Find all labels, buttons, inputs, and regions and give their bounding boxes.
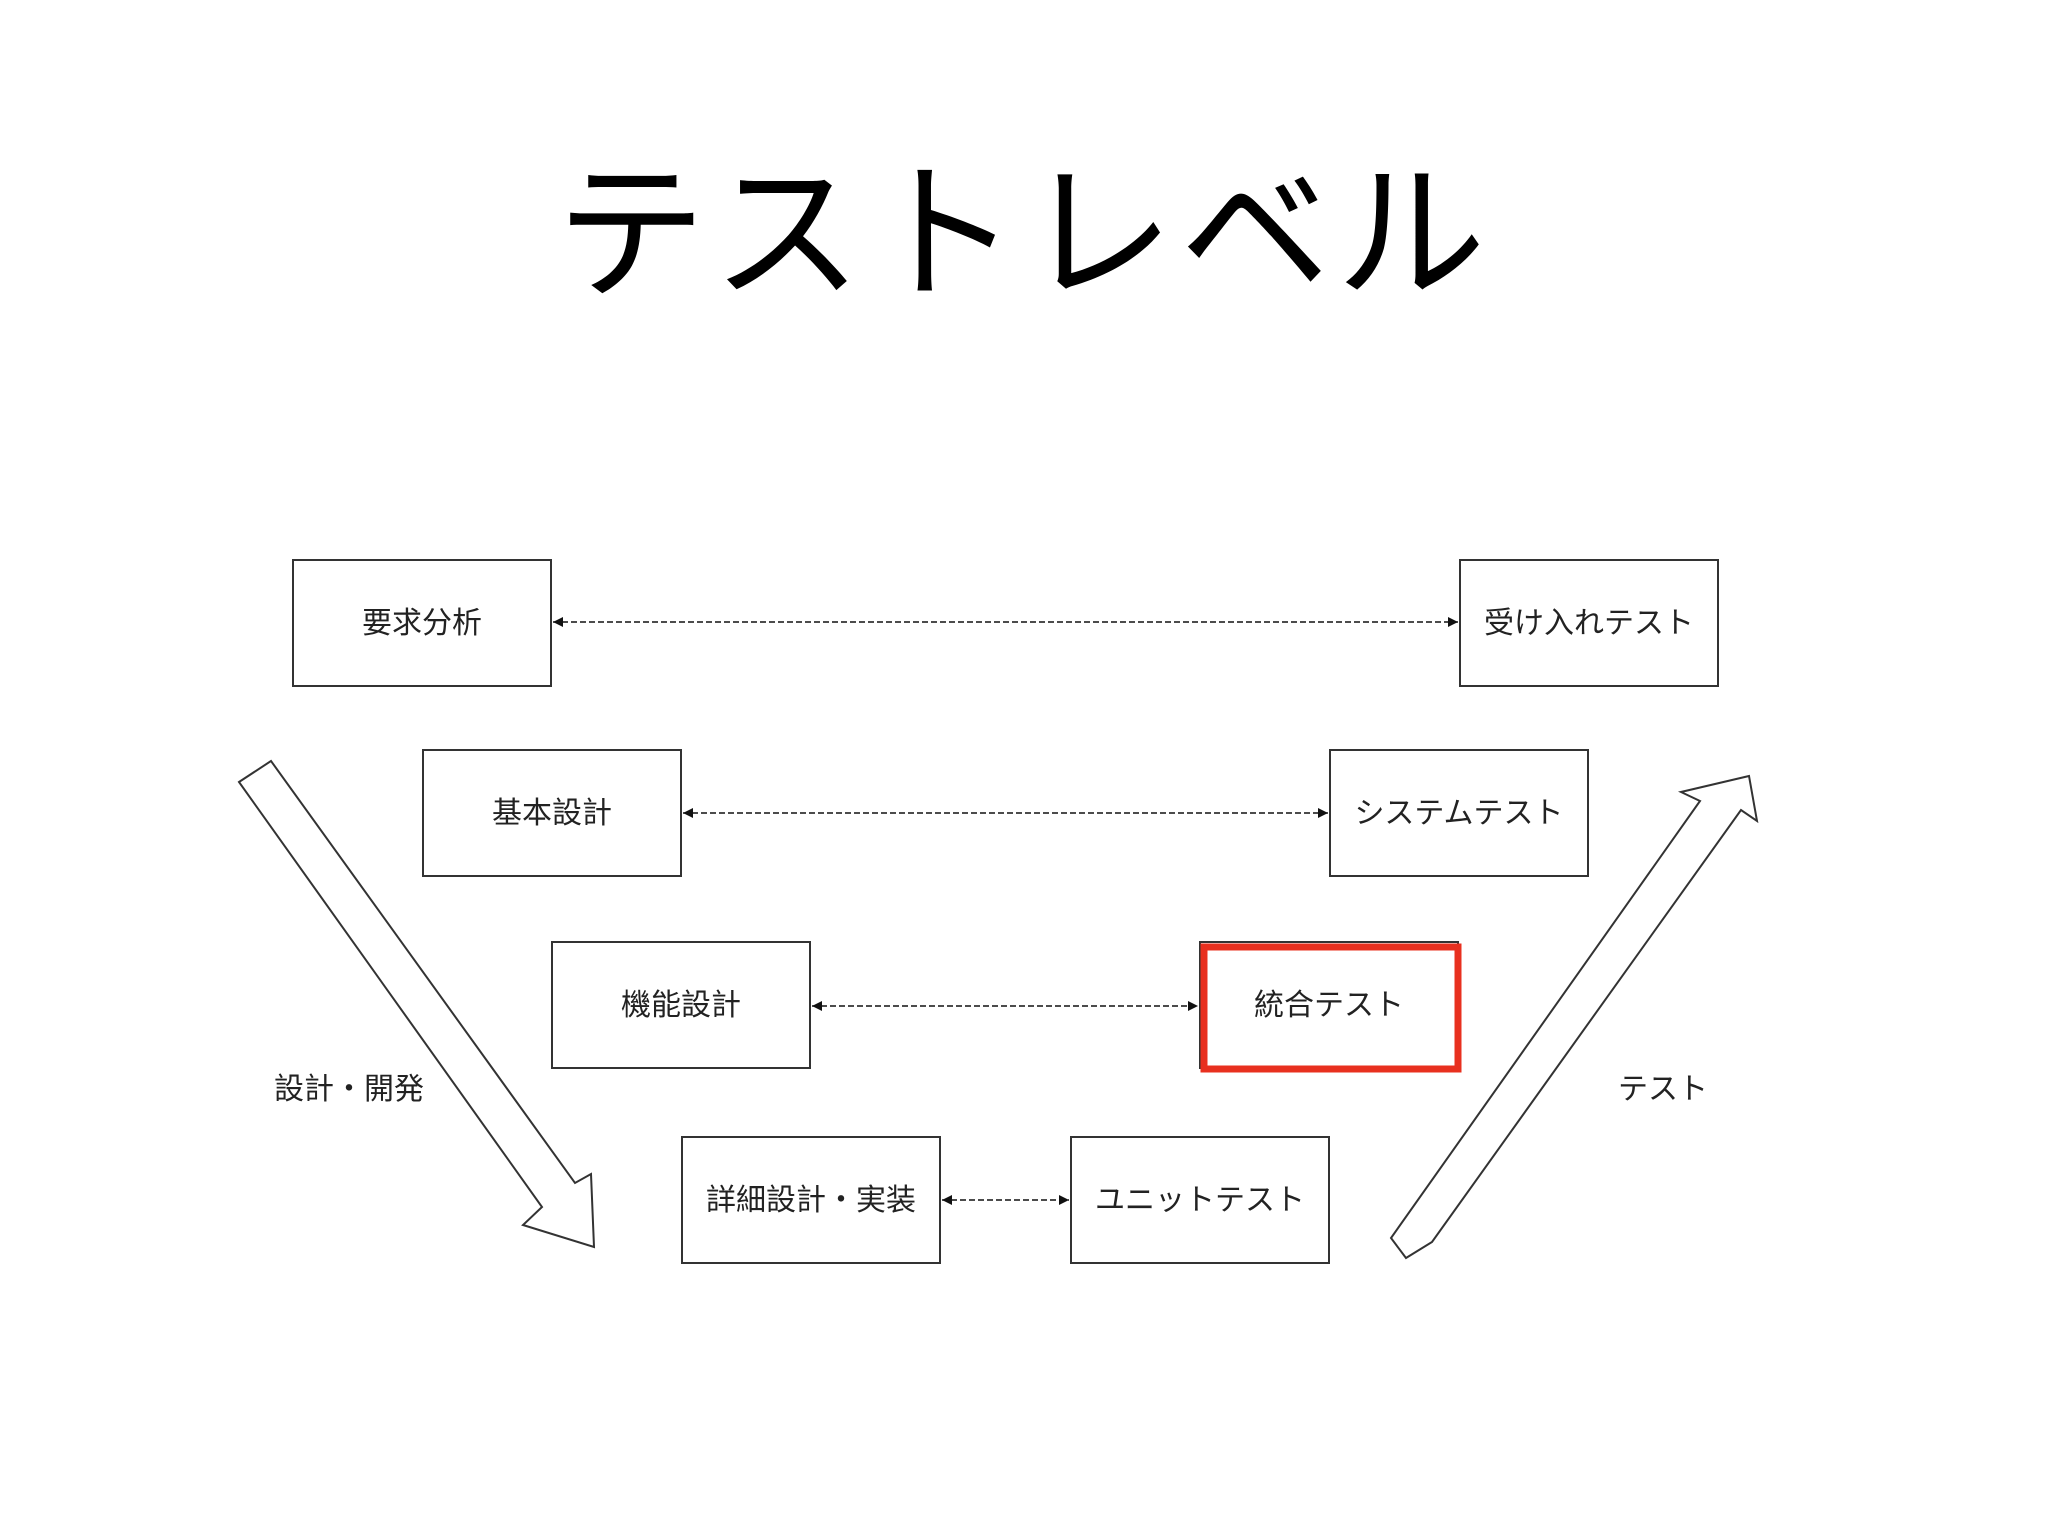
design-box-label: 機能設計: [621, 988, 741, 1023]
design-flow-arrow: [237, 759, 596, 1249]
test-box-label: システムテスト: [1354, 796, 1563, 831]
slide-title: テストレベル: [555, 148, 1492, 322]
design-box-label: 基本設計: [492, 796, 612, 831]
design-box-functional: 機能設計: [551, 941, 811, 1069]
test-box-label: 受け入れテスト: [1484, 606, 1694, 641]
test-box-acceptance: 受け入れテスト: [1459, 559, 1719, 687]
design-box-label: 要求分析: [362, 606, 482, 641]
design-box-basic: 基本設計: [422, 749, 682, 877]
test-box-system: システムテスト: [1329, 749, 1589, 877]
highlight-frame: [1200, 943, 1462, 1073]
design-box-requirements: 要求分析: [292, 559, 552, 687]
design-box-detailed: 詳細設計・実装: [681, 1136, 941, 1264]
test-flow-label: テスト: [1618, 1072, 1708, 1107]
test-box-label: ユニットテスト: [1095, 1183, 1305, 1218]
design-box-label: 詳細設計・実装: [706, 1183, 916, 1218]
test-box-integration: 統合テスト: [1199, 941, 1462, 1073]
design-flow-label: 設計・開発: [274, 1072, 424, 1107]
test-box-label: 統合テスト: [1254, 988, 1404, 1023]
test-box-unit: ユニットテスト: [1070, 1136, 1330, 1264]
test-flow-arrow: [1389, 774, 1759, 1260]
